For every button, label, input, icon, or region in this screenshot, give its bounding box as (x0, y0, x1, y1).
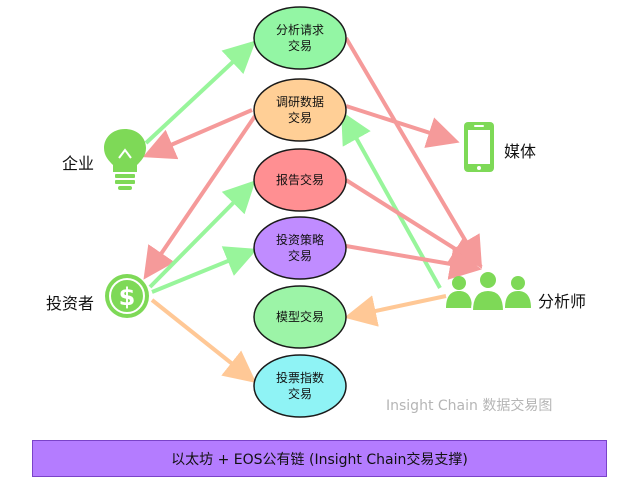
node-label-report: 报告交易 (254, 172, 346, 188)
svg-text:$: $ (119, 283, 136, 311)
node-label-model: 模型交易 (254, 309, 346, 325)
node-label-line: 分析请求 (275, 23, 324, 37)
node-model (253, 285, 347, 349)
smartphone-icon (464, 122, 494, 172)
arrow-enterprise-to-analysis-request (144, 40, 256, 145)
lightbulb-icon (104, 129, 146, 190)
node-label-line: 投票指数 (275, 371, 324, 385)
arrow-investor-to-report (148, 180, 256, 289)
node-label-line: 投资策略 (275, 233, 324, 247)
arrow-analyst-to-model (344, 294, 447, 327)
node-label-line: 交易 (287, 39, 312, 53)
arrow-investment-strategy-to-analyst (345, 244, 482, 280)
arrow-research-data-to-media (345, 104, 460, 148)
actor-label-media: 媒体 (504, 142, 537, 161)
node-research-data (253, 78, 347, 142)
footer-bar: 以太坊 + EOS公有链 (Insight Chain交易支撑) (32, 440, 607, 477)
arrow-investor-to-investment-strategy (151, 246, 258, 294)
node-analysis-request (253, 6, 347, 70)
node-label-research-data: 调研数据 交易 (254, 94, 346, 126)
node-label-line: 模型交易 (275, 310, 324, 324)
node-label-line: 交易 (287, 111, 312, 125)
people-group-icon (446, 270, 531, 312)
arrow-investor-to-investment-index (150, 298, 257, 383)
node-label-line: 调研数据 (275, 95, 324, 109)
actor-label-enterprise: 企业 (62, 154, 95, 173)
arrow-research-data-to-investor (143, 114, 257, 280)
diagram-caption: Insight Chain 数据交易图 (386, 398, 553, 414)
node-label-investment-strategy: 投资策略 交易 (254, 232, 346, 264)
arrow-group (142, 36, 483, 383)
node-label-line: 报告交易 (275, 173, 324, 187)
node-investment-strategy (253, 216, 347, 280)
node-label-line: 交易 (287, 387, 312, 401)
arrow-analyst-to-research-data (341, 111, 442, 289)
arrow-research-data-to-enterprise (142, 108, 253, 160)
node-investment-index (253, 354, 347, 418)
node-label-analysis-request: 分析请求 交易 (254, 22, 346, 54)
node-label-investment-index: 投票指数 交易 (254, 370, 346, 402)
actor-label-analyst: 分析师 (538, 292, 587, 311)
node-label-line: 交易 (287, 249, 312, 263)
arrow-analysis-request-to-analyst (344, 36, 483, 269)
footer-text: 以太坊 + EOS公有链 (Insight Chain交易支撑) (171, 451, 468, 468)
node-report (253, 148, 347, 212)
actor-label-investor: 投资者 (46, 294, 95, 313)
dollar-coin-icon: $ (105, 274, 149, 318)
